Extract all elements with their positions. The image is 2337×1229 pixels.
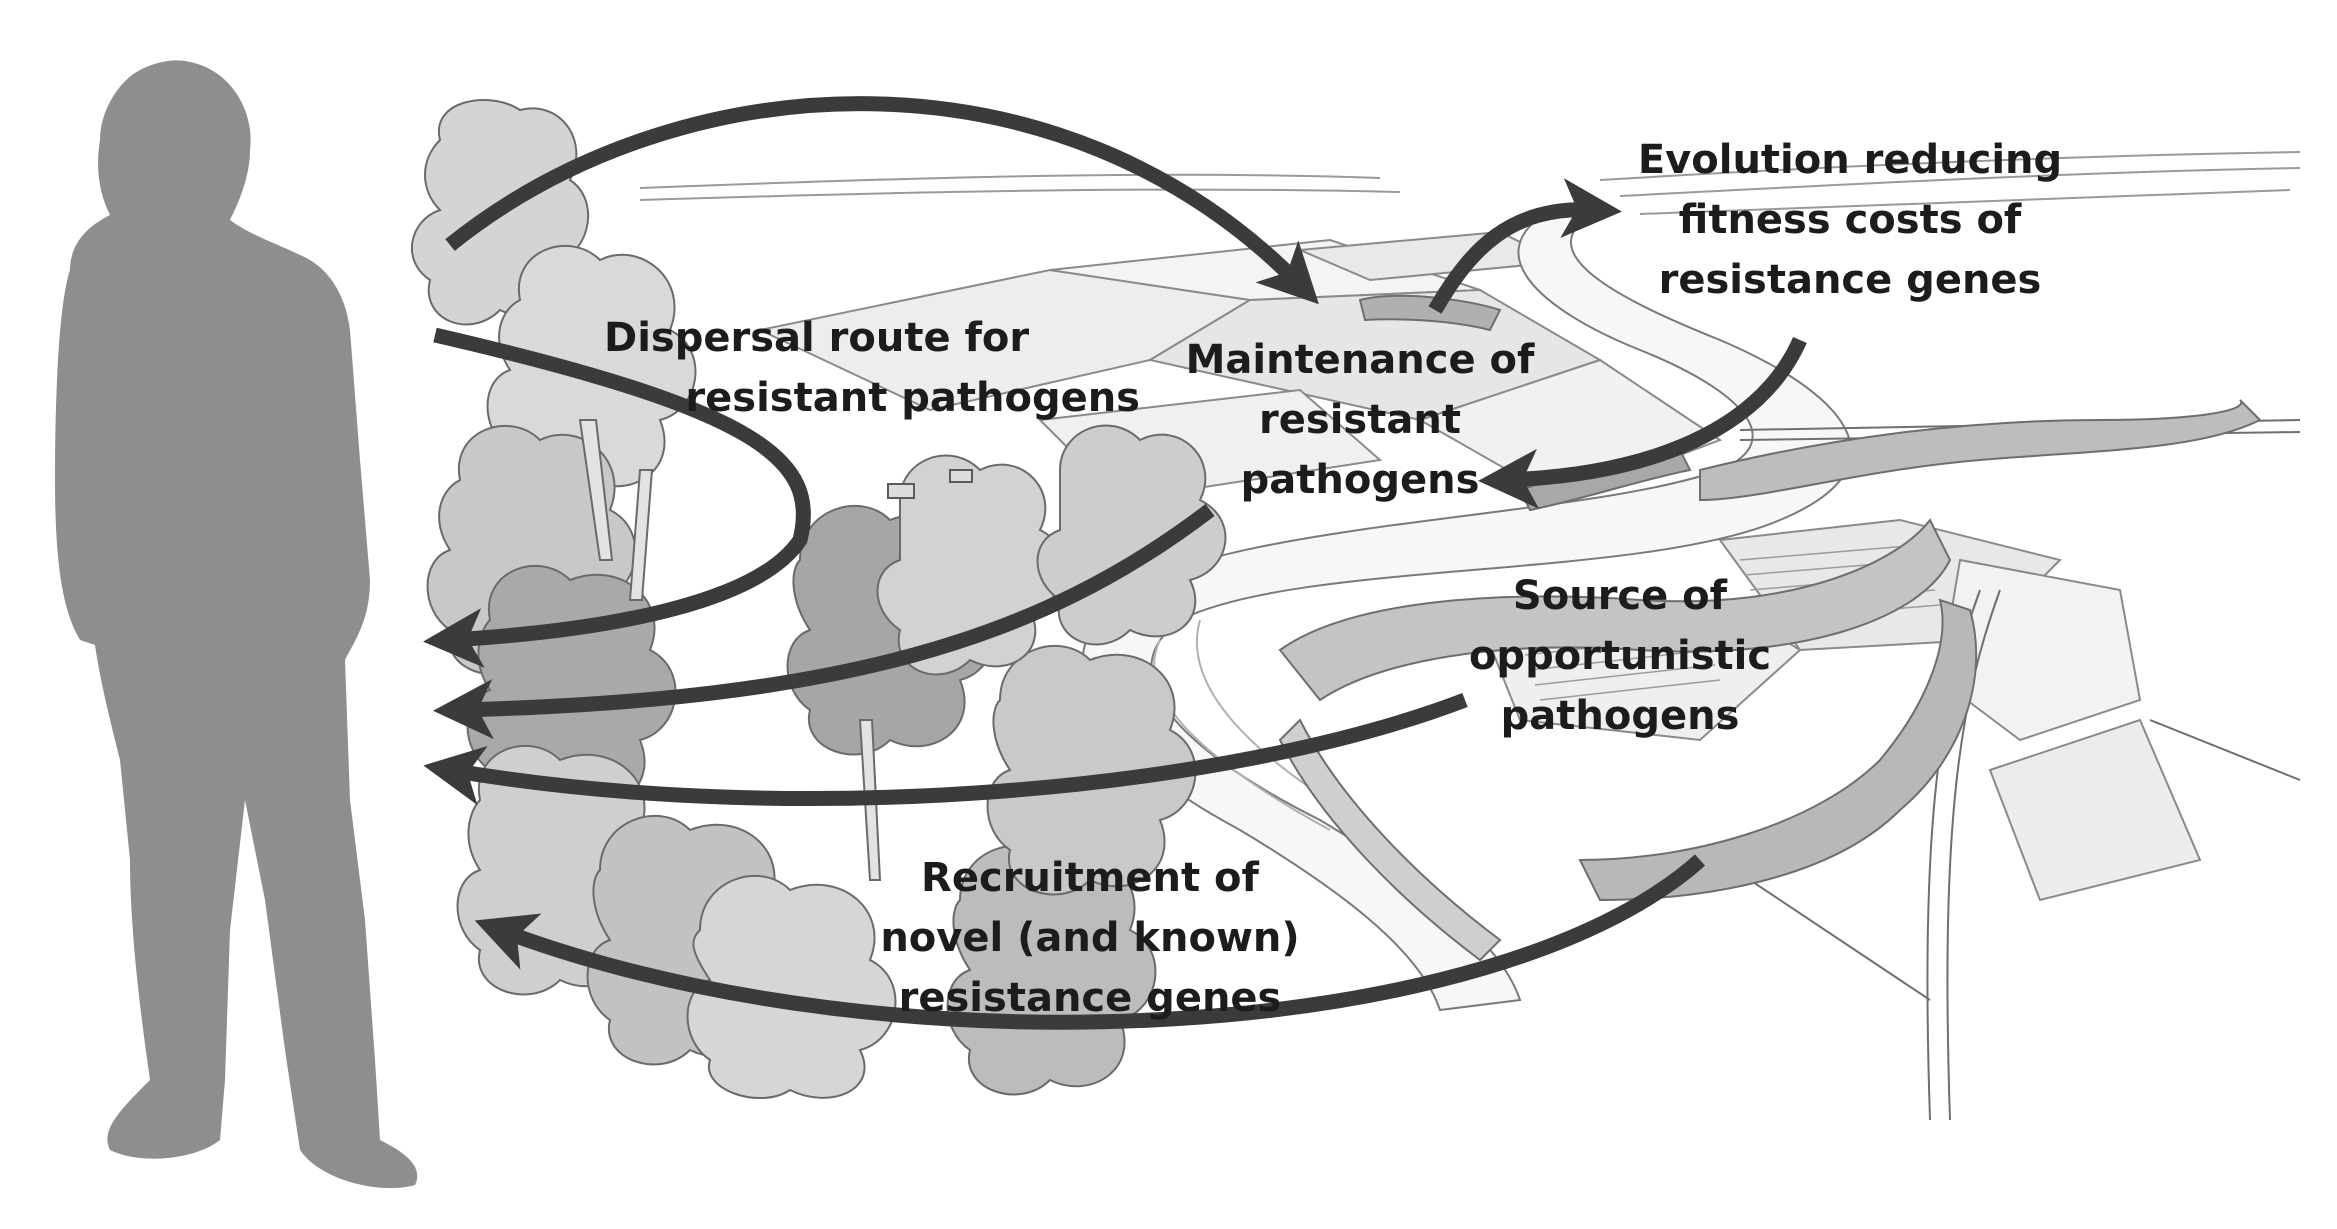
label-maintenance-line-2: resistant [1259,397,1461,443]
label-recruitment-line-2: novel (and known) [880,915,1300,961]
arrow-source-to-human [423,692,1468,807]
label-source-line-2: opportunistic [1468,633,1772,679]
label-evolution: Evolution reducing fitness costs of resi… [1600,130,2100,310]
label-source-line-1: Source of [1512,573,1728,619]
arrow-dispersal-to-maintenance [445,96,1319,305]
arrow-evolution-to-maintenance [1478,336,1807,509]
person-silhouette-icon [55,60,418,1189]
label-dispersal-line-2: resistant pathogens [685,375,1140,421]
arrow-maintenance-to-evolution [1428,178,1622,314]
label-recruitment: Recruitment of novel (and known) resista… [860,848,1320,1028]
label-maintenance-line-3: pathogens [1240,457,1480,503]
arrow-recruitment-to-human [474,854,1706,1030]
riparian-trees [1278,294,2262,962]
horizon-lines [639,151,2301,215]
arrow-dispersal-loop [423,327,811,669]
label-recruitment-line-1: Recruitment of [921,855,1259,901]
label-recruitment-line-3: resistance genes [898,975,1282,1021]
label-dispersal-route: Dispersal route for resistant pathogens [560,308,1140,428]
label-evolution-line-1: Evolution reducing [1637,137,2063,183]
forest [411,99,1227,1099]
label-dispersal-line-1: Dispersal route for [604,315,1030,361]
landscape-illustration [411,99,2301,1121]
label-maintenance-line-1: Maintenance of [1185,337,1535,383]
arrow-maintenance-to-human [433,504,1215,740]
label-source-line-3: pathogens [1500,693,1740,739]
label-evolution-line-3: resistance genes [1658,257,2042,303]
buildings [887,469,973,499]
label-evolution-line-2: fitness costs of [1678,197,2022,243]
arrows [423,96,1807,1030]
label-source: Source of opportunistic pathogens [1440,566,1800,746]
label-maintenance: Maintenance of resistant pathogens [1150,330,1570,510]
